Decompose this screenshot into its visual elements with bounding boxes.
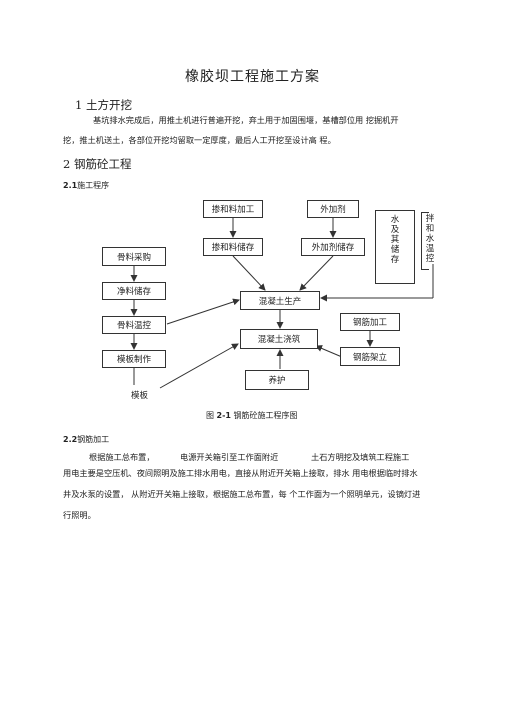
section-2-2-line-1b: 电源开关箱引至工作面附近 [180,452,279,462]
figure-caption-number: 2-1 [216,411,231,420]
section-2-2-line-4: 行照明。 [63,510,96,520]
flow-node-concrete-pouring: 混凝土浇筑 [240,329,318,349]
section-1-paragraph-line-2: 挖，推土机送土，各部位开挖均留取一定厚度，最后人工开挖至设计高 程。 [63,135,336,145]
flow-node-water-storage: 水及其储存 [390,215,400,265]
flow-node-admixture-processing: 掺和料加工 [203,200,263,218]
section-2-2-line-1a: 根据施工总布置， [89,452,155,462]
flow-node-water-storage-box: 水及其储存 [375,210,415,284]
page-title: 橡胶坝工程施工方案 [185,69,320,85]
flow-node-additive-storage: 外加剂储存 [301,238,365,256]
flow-node-aggregate-temp-control: 骨料温控 [102,316,166,334]
flow-node-admixture-storage: 掺和料储存 [203,238,263,256]
section-2-2-line-2: 用电主要是空压机、夜间照明及施工排水用电，直接从附近开关箱上接取，排水 用电根据… [63,468,418,478]
subsection-2-2-number: 2.2 [63,435,78,444]
flow-node-concrete-production: 混凝土生产 [240,291,320,310]
figure-caption-prefix: 图 [206,411,214,420]
section-2-2-line-1c: 土石方明挖及填筑工程施工 [311,452,410,462]
figure-caption: 图 2-1 钢筋砼施工程序图 [206,410,298,421]
flow-node-curing: 养护 [245,370,309,390]
flow-label-formwork: 模板 [131,391,149,401]
section-1-heading: 1 土方开挖 [75,98,132,112]
flow-node-additive: 外加剂 [307,200,359,218]
section-1-paragraph-line-1: 基坑排水完成后，用推土机进行普遍开挖，弃土用于加固围堰，基槽部位用 挖掘机开 [93,115,399,125]
flow-node-aggregate-purchase: 骨料采购 [102,247,166,266]
subsection-2-1-heading: 2.1施工程序 [63,180,109,191]
flow-node-formwork-making: 模板制作 [102,350,166,368]
subsection-2-2-heading: 2.2钢筋加工 [63,434,109,445]
subsection-2-2-title: 钢筋加工 [77,435,110,444]
figure-caption-text: 钢筋砼施工程序图 [233,411,298,420]
subsection-2-1-title: 施工程序 [77,181,110,190]
flow-node-rebar-processing: 钢筋加工 [340,313,400,331]
flow-node-rebar-erection: 钢筋架立 [340,347,400,366]
flow-node-mixing-water-temp: 拌和水温控 [424,214,436,264]
subsection-2-1-number: 2.1 [63,181,78,190]
section-2-heading: 2 钢筋砼工程 [63,157,132,171]
section-2-2-line-3: 井及水泵的设置， 从附近开关箱上接取，根据施工总布置，每 个工作面为一个照明单元… [63,489,421,499]
flow-node-clean-material-storage: 净料储存 [102,282,166,300]
